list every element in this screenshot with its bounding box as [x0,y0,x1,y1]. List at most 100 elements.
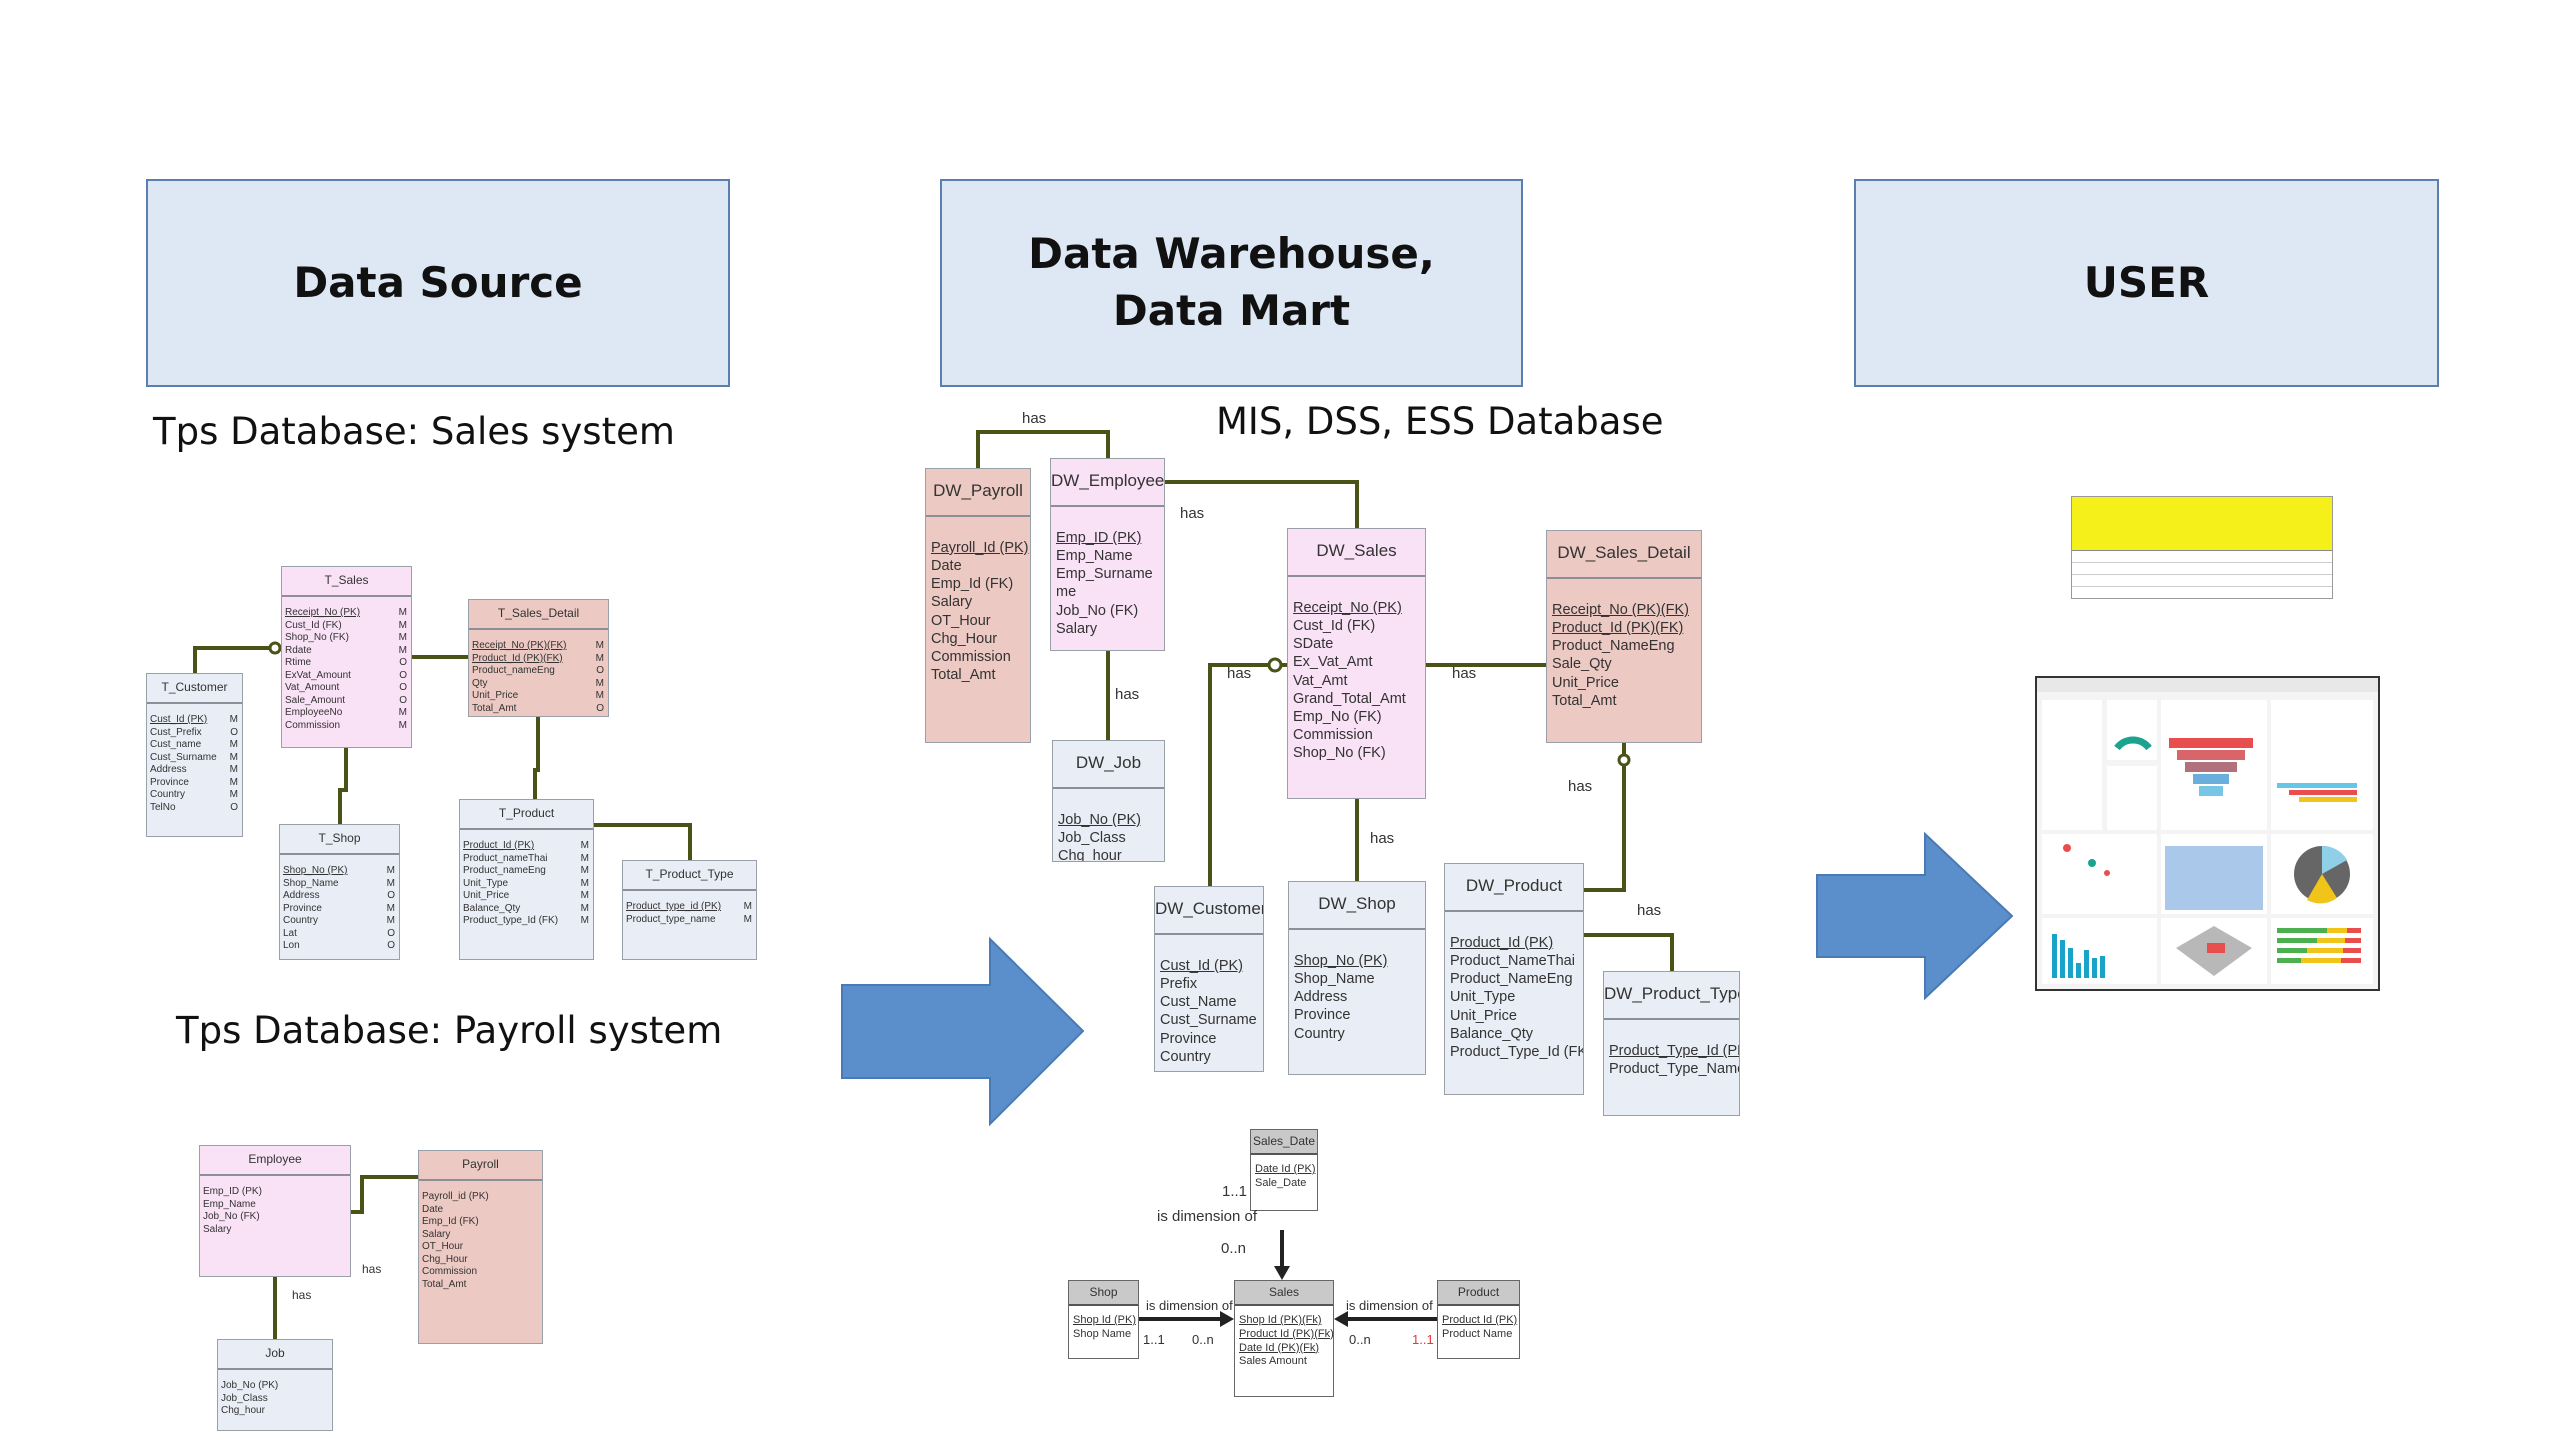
payroll-system-caption: Tps Database: Payroll system [176,1009,723,1052]
table-field: Product_Id (PK)(FK)M [472,653,604,666]
data-source-box: Data Source [146,179,730,387]
table-field: Product_Id (PK)M [463,840,589,853]
field-name: Product_Type_Id (FK) [1450,1043,1584,1060]
field-mandatory-flag: M [386,915,395,926]
table-field: Shop_No (PK)M [283,865,395,878]
table-field: Sales Amount [1239,1355,1329,1369]
table-title: Payroll [419,1151,542,1181]
data-warehouse-title-line1: Data Warehouse, [1028,229,1435,279]
table-field: Date [422,1204,538,1217]
field-name: Emp_No (FK) [1293,708,1382,725]
table-field: Receipt_No (PK)M [285,607,407,620]
field-name: Unit_Price [1450,1007,1517,1024]
data-warehouse-title-line2: Data Mart [1112,286,1351,335]
field-name: Rtime [285,657,312,668]
table-field: Commission [422,1266,538,1279]
field-name: Shop_Name [283,877,339,889]
table-field: Commission [931,648,1025,666]
field-name: Job_No (FK) [1056,602,1139,619]
table-field: OT_Hour [422,1241,538,1254]
table-field: Unit_Price [1552,674,1696,692]
table-field: Payroll_id (PK) [422,1191,538,1204]
field-name: Job_Class [1058,830,1126,847]
field-name: Product_NameEng [1450,971,1573,988]
dashboard-thumbnail [2035,676,2380,991]
table-title: Product [1438,1281,1519,1306]
table-field: Prefix [1160,975,1258,993]
field-name: Product_Id (PK) [1450,935,1554,951]
field-name: Chg_hour [1058,848,1122,862]
field-name: Date Id (PK) [1255,1163,1316,1175]
table-title: DW_Sales [1288,529,1425,577]
field-name: Balance_Qty [1450,1025,1534,1042]
field-name: Sale_Qty [1552,656,1612,673]
field-name: Receipt_No (PK) [285,607,361,618]
table-field: Shop Name [1073,1328,1134,1342]
table-field: Total_Amt [422,1279,538,1292]
field-name: Province [150,776,189,788]
field-mandatory-flag: O [230,726,238,738]
field-name: Shop Name [1073,1327,1132,1340]
table-field: Salary [203,1224,346,1237]
table-field: Payroll_Id (PK) [931,539,1029,557]
field-name: Emp_Id (FK) [931,576,1014,593]
field-mandatory-flag: M [580,865,589,876]
field-name: Country [150,789,186,800]
field-name: Salary [422,1228,451,1240]
field-mandatory-flag: M [580,890,589,901]
connector-dw-sales-customer [1208,663,1287,886]
table-field: Sale_Date [1255,1177,1313,1191]
field-name: Shop Id (PK)(Fk) [1239,1314,1322,1326]
field-name: Vat_Amount [285,682,340,693]
table-field: Product_Type_Id (FK) [1450,1043,1583,1061]
field-name: Commission [1293,726,1373,743]
table-field: Province [1294,1006,1420,1024]
table-field: Product_type_id (PK)M [626,901,752,914]
field-mandatory-flag: M [398,719,407,731]
table-field: Shop_No (FK)M [285,632,407,645]
field-mandatory-flag: O [596,665,604,676]
field-mandatory-flag: O [387,927,395,939]
field-name: Emp_Surname [1056,566,1153,583]
table-title: DW_Product [1445,864,1583,912]
table-title: DW_Shop [1289,882,1425,930]
field-name: Shop_No (PK) [283,865,348,876]
field-mandatory-flag: O [399,694,407,706]
field-name: Cust_Id (PK) [150,714,208,725]
connector-sales-shop [338,748,348,824]
field-name: Date [422,1203,444,1215]
field-name: EmployeeNo [285,707,343,718]
table-field: Unit_Type [1450,988,1578,1006]
field-mandatory-flag: O [387,940,395,951]
table-field: Product_Id (PK) [1450,934,1578,952]
field-name: Commission [422,1266,478,1277]
table-field: Emp_Id (FK) [931,575,1025,593]
table-field: Job_Class [221,1393,328,1406]
table-field: Ex_Vat_Amt [1293,653,1420,671]
relation-label: has [1370,830,1395,847]
field-name: Product_type_name [626,913,716,925]
table-title: DW_Product_Type [1604,972,1739,1020]
field-mandatory-flag: O [399,682,407,693]
field-name: Product_NameThai [1450,953,1575,970]
field-mandatory-flag: M [386,877,395,889]
right-arrow-to-user [1816,831,2014,1001]
table-title: DW_Job [1053,741,1164,789]
field-name: Commission [285,719,341,731]
table-title: Job [218,1340,332,1370]
field-mandatory-flag: M [386,902,395,914]
table-field: Country [1160,1048,1258,1066]
field-name: Country [1160,1048,1211,1065]
